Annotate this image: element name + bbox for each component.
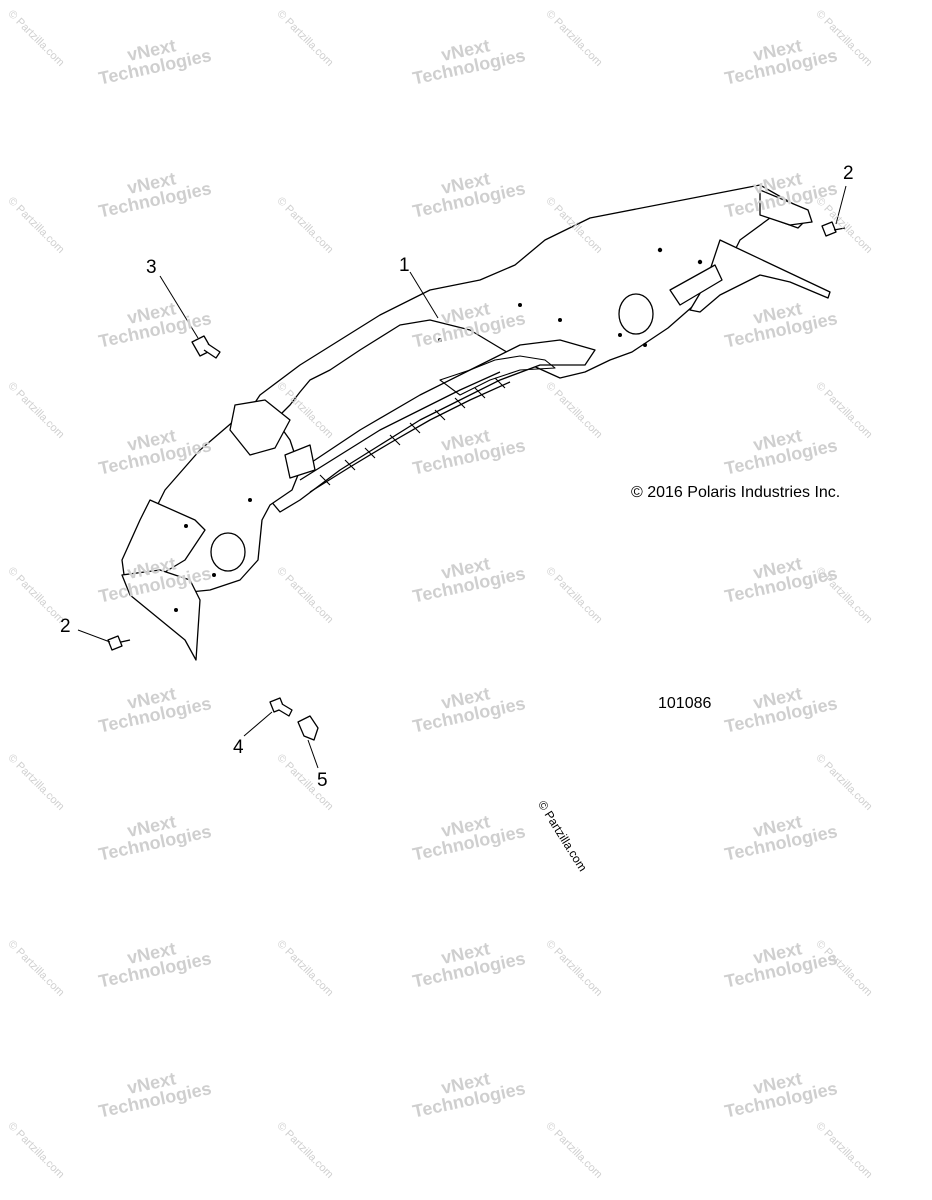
callout-number-2-left: 2 — [60, 616, 71, 637]
part-2-fastener-left — [107, 635, 131, 651]
leader-line-5 — [307, 739, 319, 769]
part-1-bumper-guard — [121, 184, 831, 661]
part-3-screw — [191, 335, 221, 359]
part-4-push-rivet — [269, 697, 293, 717]
leader-line-4 — [243, 711, 273, 737]
leader-line-1 — [409, 271, 439, 319]
copyright-notice: © 2016 Polaris Industries Inc. — [631, 484, 841, 501]
part-2-fastener-right — [821, 221, 846, 237]
leader-line-3 — [159, 275, 199, 339]
callout-number-2-right: 2 — [843, 163, 854, 184]
callout-number-4: 4 — [233, 737, 244, 758]
part-5-clip — [297, 715, 319, 741]
callout-number-3: 3 — [146, 257, 157, 278]
callout-number-1: 1 — [399, 255, 410, 276]
leader-line-2-left — [77, 629, 111, 643]
leader-line-2-right — [835, 185, 847, 225]
callout-number-5: 5 — [317, 770, 328, 791]
diagram-id: 101086 — [658, 695, 712, 712]
